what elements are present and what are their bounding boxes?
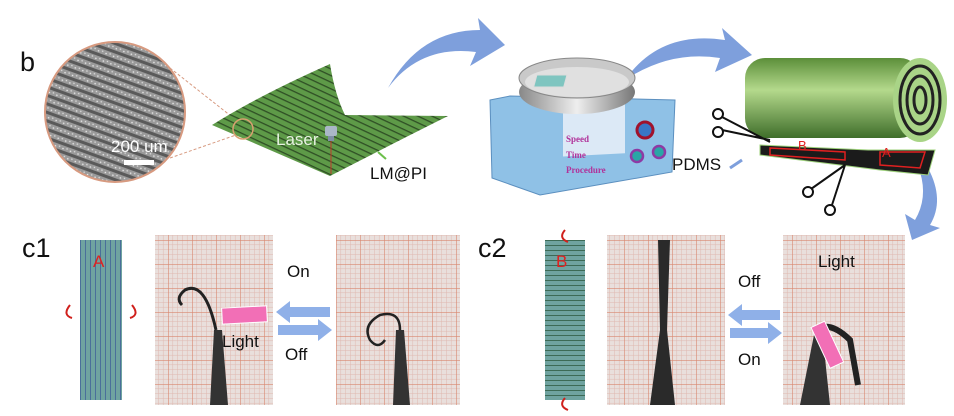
material-label: LM@PI [370,164,427,183]
laser-head-icon [325,126,337,174]
display-speed: Speed [566,134,590,144]
switch-arrows [728,304,782,344]
rotation-arrow-icon [561,229,569,411]
panel-label-c1: c1 [22,233,51,263]
display-procedure: Procedure [566,165,606,175]
roll-region-b: B [798,138,807,153]
c2-on-label: On [738,350,761,369]
c2-off-label: Off [738,272,761,291]
display-time: Time [566,150,586,160]
panel-label-b: b [20,47,36,77]
roll-region-a: A [882,145,891,160]
c1-on-label: On [287,262,310,281]
c1-panel [65,235,460,405]
switch-arrows [276,301,332,341]
pdms-roll [712,58,947,216]
scissors-icon [712,108,771,143]
c2-light-label: Light [818,252,855,271]
strip-b-label: B [556,252,568,271]
c2-panel [545,229,905,411]
process-arrows [388,18,940,240]
lm-pi-sheet [212,64,448,176]
c1-off-label: Off [285,345,308,364]
spin-coater [489,57,676,196]
laser-label: Laser [276,130,319,149]
scale-bar-label: 200 um [111,137,168,156]
pointer-arrow-icon [729,158,743,170]
rotation-arrow-icon [65,304,137,319]
photo-light-on [783,235,905,405]
strip-a [80,240,122,400]
panel-label-c2: c2 [478,233,507,263]
strip-a-label: A [93,252,105,271]
pdms-label: PDMS [672,155,722,174]
strip-b [545,240,585,400]
c1-light-label: Light [222,332,259,351]
scale-bar [124,160,154,165]
scissors-icon [802,164,846,216]
sem-image [44,41,237,183]
pointer-arrow-icon [377,151,387,160]
